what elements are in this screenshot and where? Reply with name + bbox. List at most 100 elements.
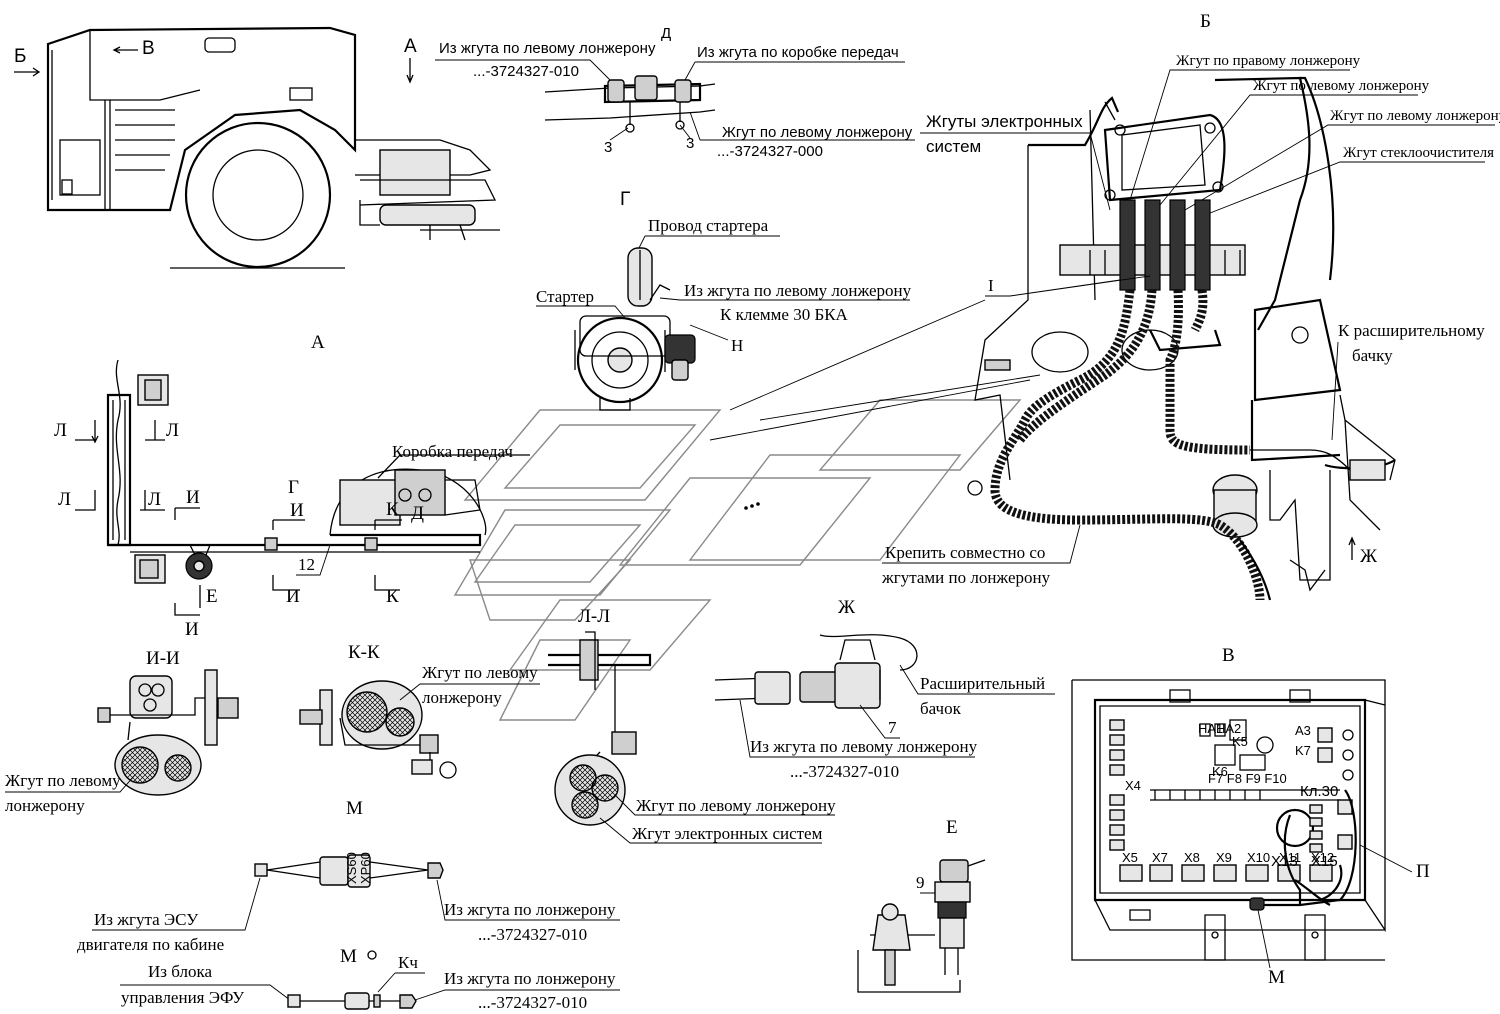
section-arrow-k-1: [374, 519, 402, 530]
panel-label-a3: A3: [1295, 723, 1311, 738]
starter-drawing: [574, 247, 696, 411]
section-mark-d: Д: [411, 503, 424, 524]
panel-label-x5: X5: [1122, 850, 1138, 865]
d-leader-1: [435, 59, 616, 86]
d-num-3-left: 3: [604, 139, 612, 156]
section-mark-i-4: И: [185, 619, 199, 640]
section-ll-drawing: [548, 631, 652, 826]
num-9: 9: [916, 873, 925, 892]
frame-view-a: [106, 359, 530, 584]
fix-together-label-1: Крепить совместно со: [885, 543, 1045, 562]
kch-leader: [377, 972, 425, 993]
n-leader: [689, 324, 729, 341]
starter-wire-label: Провод стартера: [648, 216, 769, 235]
panel-label-x11: X11: [1279, 850, 1301, 865]
section-mark-e: Е: [206, 586, 218, 607]
gearbox-label: Коробка передач: [392, 442, 513, 461]
num-7: 7: [888, 718, 897, 737]
panel-label-x12: X12: [1311, 850, 1334, 865]
ii-harness-label-2: лонжерону: [5, 796, 85, 815]
dot-1: [744, 506, 748, 510]
num-12: 12: [298, 555, 315, 574]
label-view-a-arrow: А: [404, 36, 417, 57]
fix-together-leader: [882, 524, 1081, 564]
zh-leader: [739, 699, 975, 758]
panel-label-ha2: HA2: [1216, 721, 1241, 736]
view-e-sensor: [857, 859, 986, 993]
section-mark-i-2: И: [290, 500, 304, 521]
d-left-harness-label: Из жгута по левому лонжерону: [439, 40, 656, 57]
panel-label-x4: X4: [1125, 778, 1141, 793]
m-esu-label-2: двигателя по кабине: [77, 935, 224, 954]
b-es-label-2: систем: [926, 137, 981, 156]
d-clamp-assembly: [544, 75, 716, 133]
m-esu-label-1: Из жгута ЭСУ: [94, 910, 199, 929]
section-mark-l-1: Л: [54, 420, 67, 441]
arrow-view-a: [406, 58, 414, 84]
view-v-box: [1071, 679, 1386, 961]
x13-label: X13: [1271, 853, 1298, 870]
b-left-harness-label: Жгут по левому лонжерону: [1253, 78, 1430, 94]
section-mark-i-3: И: [286, 586, 300, 607]
d-leader-4: [679, 124, 691, 139]
panel-label-x7: X7: [1152, 850, 1168, 865]
exp-tank-to-label-2: бачку: [1352, 346, 1393, 365]
section-arrow-i-1: [174, 507, 200, 520]
starter-label: Стартер: [536, 287, 594, 306]
section-ii-drawing: [97, 669, 239, 796]
m-spar2-label: Из жгута по лонжерону: [444, 969, 616, 988]
label-view-d: Д: [661, 25, 671, 42]
connection-leaders: [709, 299, 1041, 441]
terminal-30-label: К клемме 30 БКА: [720, 305, 849, 324]
terminal-kl30-label: Кл.30: [1300, 783, 1338, 800]
b-wiper-harness-label: Жгут стеклоочистителя: [1343, 145, 1494, 161]
m-box-leader: [1257, 909, 1271, 969]
kk-leader: [399, 683, 540, 701]
roman-1-label: I: [988, 276, 994, 295]
d-left-harness2-label: Жгут по левому лонжерону: [722, 124, 913, 141]
view-zh-drawing: [714, 634, 918, 709]
ll-harness-label-1: Жгут по левому лонжерону: [636, 796, 836, 815]
m-spar-label: Из жгута по лонжерону: [444, 900, 616, 919]
d-left-harness-code: ...-3724327-010: [473, 63, 579, 80]
d-leader-2: [684, 61, 905, 81]
g-left-harness-label: Из жгута по левому лонжерону: [684, 281, 912, 300]
label-view-v: В: [142, 38, 155, 59]
section-arrow-i-4: [174, 603, 200, 616]
m-spar2-code: ...-3724327-010: [478, 993, 587, 1012]
panel-label-ha1: HA1: [1198, 721, 1223, 736]
label-view-a: А: [311, 332, 325, 353]
m-spar-leader: [436, 879, 620, 921]
view-b-title: Б: [1200, 11, 1211, 32]
d-num-3-right: 3: [686, 135, 694, 152]
section-mark-k-1: К: [386, 499, 399, 520]
m-efu-label-1: Из блока: [148, 962, 212, 981]
b-right-harness-leader: [1129, 69, 1350, 201]
m-point-marker: [367, 950, 377, 960]
section-arrow-l-4: [140, 490, 165, 511]
view-m-lower-connector: [287, 992, 417, 1010]
view-e-title: Е: [946, 817, 958, 838]
section-ii-title: И-И: [146, 648, 180, 669]
x15-label: X15: [1311, 853, 1338, 870]
exp-tank-label-1: Расширительный: [920, 674, 1045, 693]
section-arrow-l-3: [75, 490, 96, 511]
dot-3: [756, 502, 760, 506]
label-view-b-left: Б: [14, 46, 26, 67]
letter-p: П: [1416, 861, 1430, 882]
connector-xp60: XP60: [358, 852, 373, 884]
view-zh-title: Ж: [838, 597, 856, 618]
b-left-harness-leader: [1159, 94, 1418, 206]
zh-harness-label: Из жгута по левому лонжерону: [750, 737, 978, 756]
section-arrow-i-2: [272, 519, 305, 530]
label-view-g: Г: [620, 189, 630, 210]
arrow-view-v: [112, 46, 138, 54]
section-arrow-l-1: [75, 420, 99, 444]
ll-leader-2: [599, 817, 822, 844]
m-efu-leader: [120, 984, 291, 1001]
arrow-zh: [1348, 536, 1356, 560]
ii-harness-label-1: Жгут по левому: [5, 771, 121, 790]
panel-label-x9: X9: [1216, 850, 1232, 865]
panel-label-k7: K7: [1295, 743, 1311, 758]
starter-wire-leader: [637, 235, 780, 251]
